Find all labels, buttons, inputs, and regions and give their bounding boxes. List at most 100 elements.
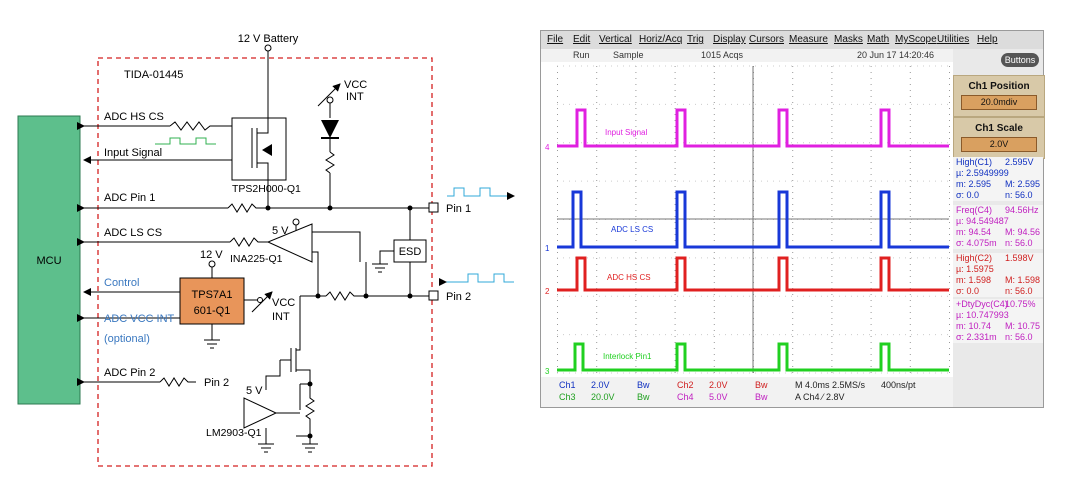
grid-dot [831, 354, 833, 355]
grid-dot [831, 186, 833, 187]
grid-dot [831, 282, 833, 283]
meas-min: m: 10.74 [956, 321, 992, 331]
trigger-setting[interactable]: A Ch4 ⁄ 2.8V [795, 392, 845, 402]
ch1-label[interactable]: Ch1 [559, 380, 576, 390]
mcu-label: MCU [36, 255, 61, 267]
grid-dot [792, 258, 794, 259]
timebase[interactable]: M 4.0ms 2.5MS/s [795, 380, 866, 390]
grid-dot [870, 318, 872, 319]
grid-dot [596, 294, 598, 295]
ch1-position-value[interactable]: 20.0mdiv [961, 95, 1037, 110]
adc-pin2-label: ADC Pin 2 [104, 367, 155, 379]
grid-dot [635, 282, 637, 283]
menu-math[interactable]: Math [867, 34, 890, 45]
pin1-connector [428, 202, 439, 213]
grid-dot [596, 276, 598, 277]
grid-dot [870, 234, 872, 235]
channel-marker[interactable]: 2 [545, 287, 550, 296]
grid-dot [557, 354, 558, 355]
ch2-bw: Bw [755, 380, 768, 390]
ch4-label[interactable]: Ch4 [677, 392, 694, 402]
ch1-volts[interactable]: 2.0V [591, 380, 610, 390]
grid-dot [557, 102, 558, 103]
vcc-int-ldo-label-2: INT [272, 311, 290, 323]
grid-dot [635, 336, 637, 337]
meas-max: M: 94.56 [1005, 227, 1041, 237]
grid-dot [557, 108, 558, 109]
grid-dot [870, 282, 872, 283]
grid-dot [870, 264, 872, 265]
ch1-scale-panel[interactable]: Ch1 Scale 2.0V [953, 117, 1045, 159]
grid-dot [557, 78, 558, 79]
grid-dot [870, 276, 872, 277]
grid-dot [870, 306, 872, 307]
grid-dot [831, 174, 833, 175]
grid-dot [792, 198, 794, 199]
grid-dot [674, 336, 676, 337]
menu-file[interactable]: File [547, 34, 564, 45]
menu-help[interactable]: Help [977, 34, 998, 45]
grid-dot [557, 156, 558, 157]
pin2-connector [428, 290, 439, 301]
grid-dot [870, 126, 872, 127]
menu-display[interactable]: Display [713, 34, 746, 45]
ch3-label[interactable]: Ch3 [559, 392, 576, 402]
grid-dot [635, 126, 637, 127]
grid-dot [792, 336, 794, 337]
grid-dot [674, 240, 676, 241]
channel-marker[interactable]: 4 [545, 143, 550, 152]
grid-dot [792, 240, 794, 241]
ch1-position-panel[interactable]: Ch1 Position 20.0mdiv [953, 75, 1045, 117]
menu-masks[interactable]: Masks [834, 34, 863, 45]
grid-dot [674, 78, 676, 79]
ch2-label[interactable]: Ch2 [677, 380, 694, 390]
meas-title: High(C2) [956, 253, 993, 263]
grid-dot [870, 192, 872, 193]
ch4-volts[interactable]: 5.0V [709, 392, 728, 402]
grid-dot [792, 174, 794, 175]
grid-dot [596, 132, 598, 133]
grid-dot [713, 84, 715, 85]
channel-marker[interactable]: 1 [545, 244, 550, 253]
grid-dot [909, 252, 911, 253]
grid-dot [635, 192, 637, 193]
grid-dot [596, 192, 598, 193]
menu-cursors[interactable]: Cursors [749, 34, 785, 45]
grid-dot [831, 300, 833, 301]
channel-marker[interactable]: 3 [545, 367, 550, 376]
grid-dot [674, 216, 676, 217]
menu-horiz-acq[interactable]: Horiz/Acq [639, 34, 683, 45]
menu-myscope[interactable]: MyScope [895, 34, 937, 45]
grid-dot [909, 348, 911, 349]
trace-label: Input Signal [605, 128, 647, 137]
grid-dot [870, 216, 872, 217]
menu-measure[interactable]: Measure [789, 34, 828, 45]
grid-dot [557, 234, 558, 235]
grid-dot [792, 354, 794, 355]
ch3-volts[interactable]: 20.0V [591, 392, 615, 402]
menu-trig[interactable]: Trig [687, 34, 704, 45]
grid-dot [792, 150, 794, 151]
grid-dot [674, 174, 676, 175]
grid-dot [870, 204, 872, 205]
grid-dot [831, 138, 833, 139]
ch1-scale-value[interactable]: 2.0V [961, 137, 1037, 152]
ch1-bw: Bw [637, 380, 650, 390]
resolution: 400ns/pt [881, 380, 916, 390]
grid-dot [713, 114, 715, 115]
vcc-int-top-label-1: VCC [344, 79, 367, 91]
mcu-block [17, 115, 81, 405]
grid-dot [831, 306, 833, 307]
grid-dot [713, 330, 715, 331]
menu-utilities[interactable]: Utilities [937, 34, 970, 45]
menu-vertical[interactable]: Vertical [599, 34, 632, 45]
buttons-toggle[interactable]: Buttons [1001, 53, 1039, 67]
grid-dot [674, 300, 676, 301]
ch2-volts[interactable]: 2.0V [709, 380, 728, 390]
grid-dot [674, 66, 676, 67]
menu-edit[interactable]: Edit [573, 34, 591, 45]
grid-dot [635, 102, 637, 103]
grid-dot [792, 138, 794, 139]
